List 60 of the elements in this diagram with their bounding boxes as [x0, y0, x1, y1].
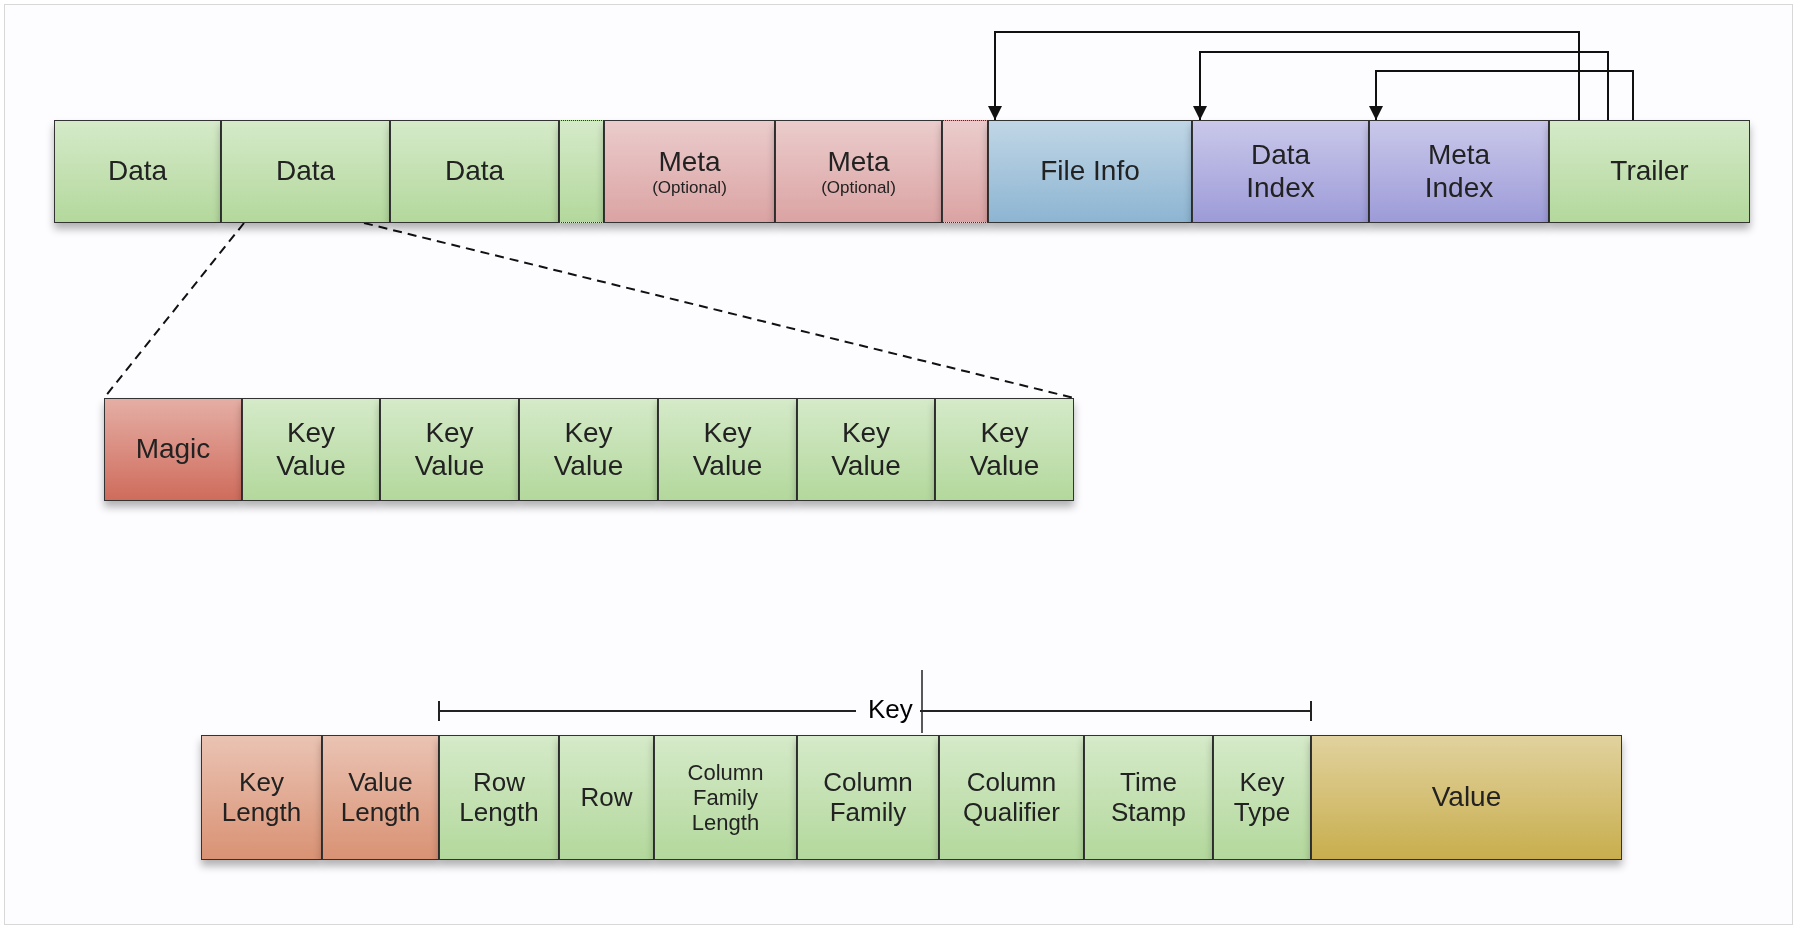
- field-block: [242, 398, 380, 501]
- field-label: Meta: [827, 145, 890, 178]
- field-label: Key Value: [691, 417, 764, 482]
- field-block: [654, 735, 797, 860]
- field-block: [1311, 735, 1622, 860]
- field-label: Meta Index: [1423, 139, 1495, 204]
- arrow: [1193, 51, 1609, 121]
- field-label: Key Length: [220, 767, 303, 828]
- field-label: Value: [1431, 781, 1502, 814]
- field-note: (Optional): [652, 177, 727, 198]
- zoom-line: [363, 222, 1075, 399]
- field-block: [797, 735, 939, 860]
- field-block: [519, 398, 658, 501]
- field-label: Column Qualifier: [962, 767, 1061, 828]
- field-label: Data: [444, 155, 505, 188]
- field-block: [1213, 735, 1311, 860]
- arrow: [988, 31, 1580, 121]
- field-label: Time Stamp: [1109, 767, 1188, 828]
- field-label: Key Value: [275, 417, 347, 482]
- field-block: [658, 398, 797, 501]
- field-block: [322, 735, 439, 860]
- field-label: Column Family: [822, 767, 914, 828]
- field-label: Data: [275, 155, 336, 188]
- field-block: [797, 398, 935, 501]
- field-label: Key Value: [552, 417, 625, 482]
- field-block: [988, 120, 1192, 223]
- field-block: [604, 120, 775, 223]
- field-block: [201, 735, 322, 860]
- field-label: Key Value: [968, 417, 1041, 482]
- field-label: Value Length: [339, 767, 422, 828]
- field-block: [1549, 120, 1750, 223]
- field-block: [775, 120, 942, 223]
- field-label: Magic: [135, 433, 211, 466]
- field-label: Row: [580, 782, 633, 813]
- field-label: Trailer: [1610, 155, 1689, 188]
- field-block: [439, 735, 559, 860]
- field-note: (Optional): [821, 177, 896, 198]
- field-label: Key Value: [413, 417, 486, 482]
- field-label: Key Value: [830, 417, 902, 482]
- field-label: File Info: [1040, 155, 1140, 188]
- field-block: [221, 120, 390, 223]
- field-block: [939, 735, 1084, 860]
- spacer-block: [942, 120, 988, 223]
- arrow: [1369, 70, 1634, 121]
- field-block: [1369, 120, 1549, 223]
- field-label: Row Length: [458, 767, 540, 828]
- field-block: [390, 120, 559, 223]
- field-block: [1192, 120, 1369, 223]
- field-label: Column Family Length: [686, 759, 765, 836]
- field-block: [1084, 735, 1213, 860]
- field-label: Meta: [658, 145, 721, 178]
- field-block: [380, 398, 519, 501]
- field-label: Data: [107, 155, 168, 188]
- field-block: [54, 120, 221, 223]
- spacer-block: [559, 120, 604, 223]
- field-block: [559, 735, 654, 860]
- field-block: [104, 398, 242, 501]
- field-label: Data Index: [1245, 139, 1316, 204]
- field-label: Key Type: [1232, 767, 1292, 828]
- field-block: [935, 398, 1074, 501]
